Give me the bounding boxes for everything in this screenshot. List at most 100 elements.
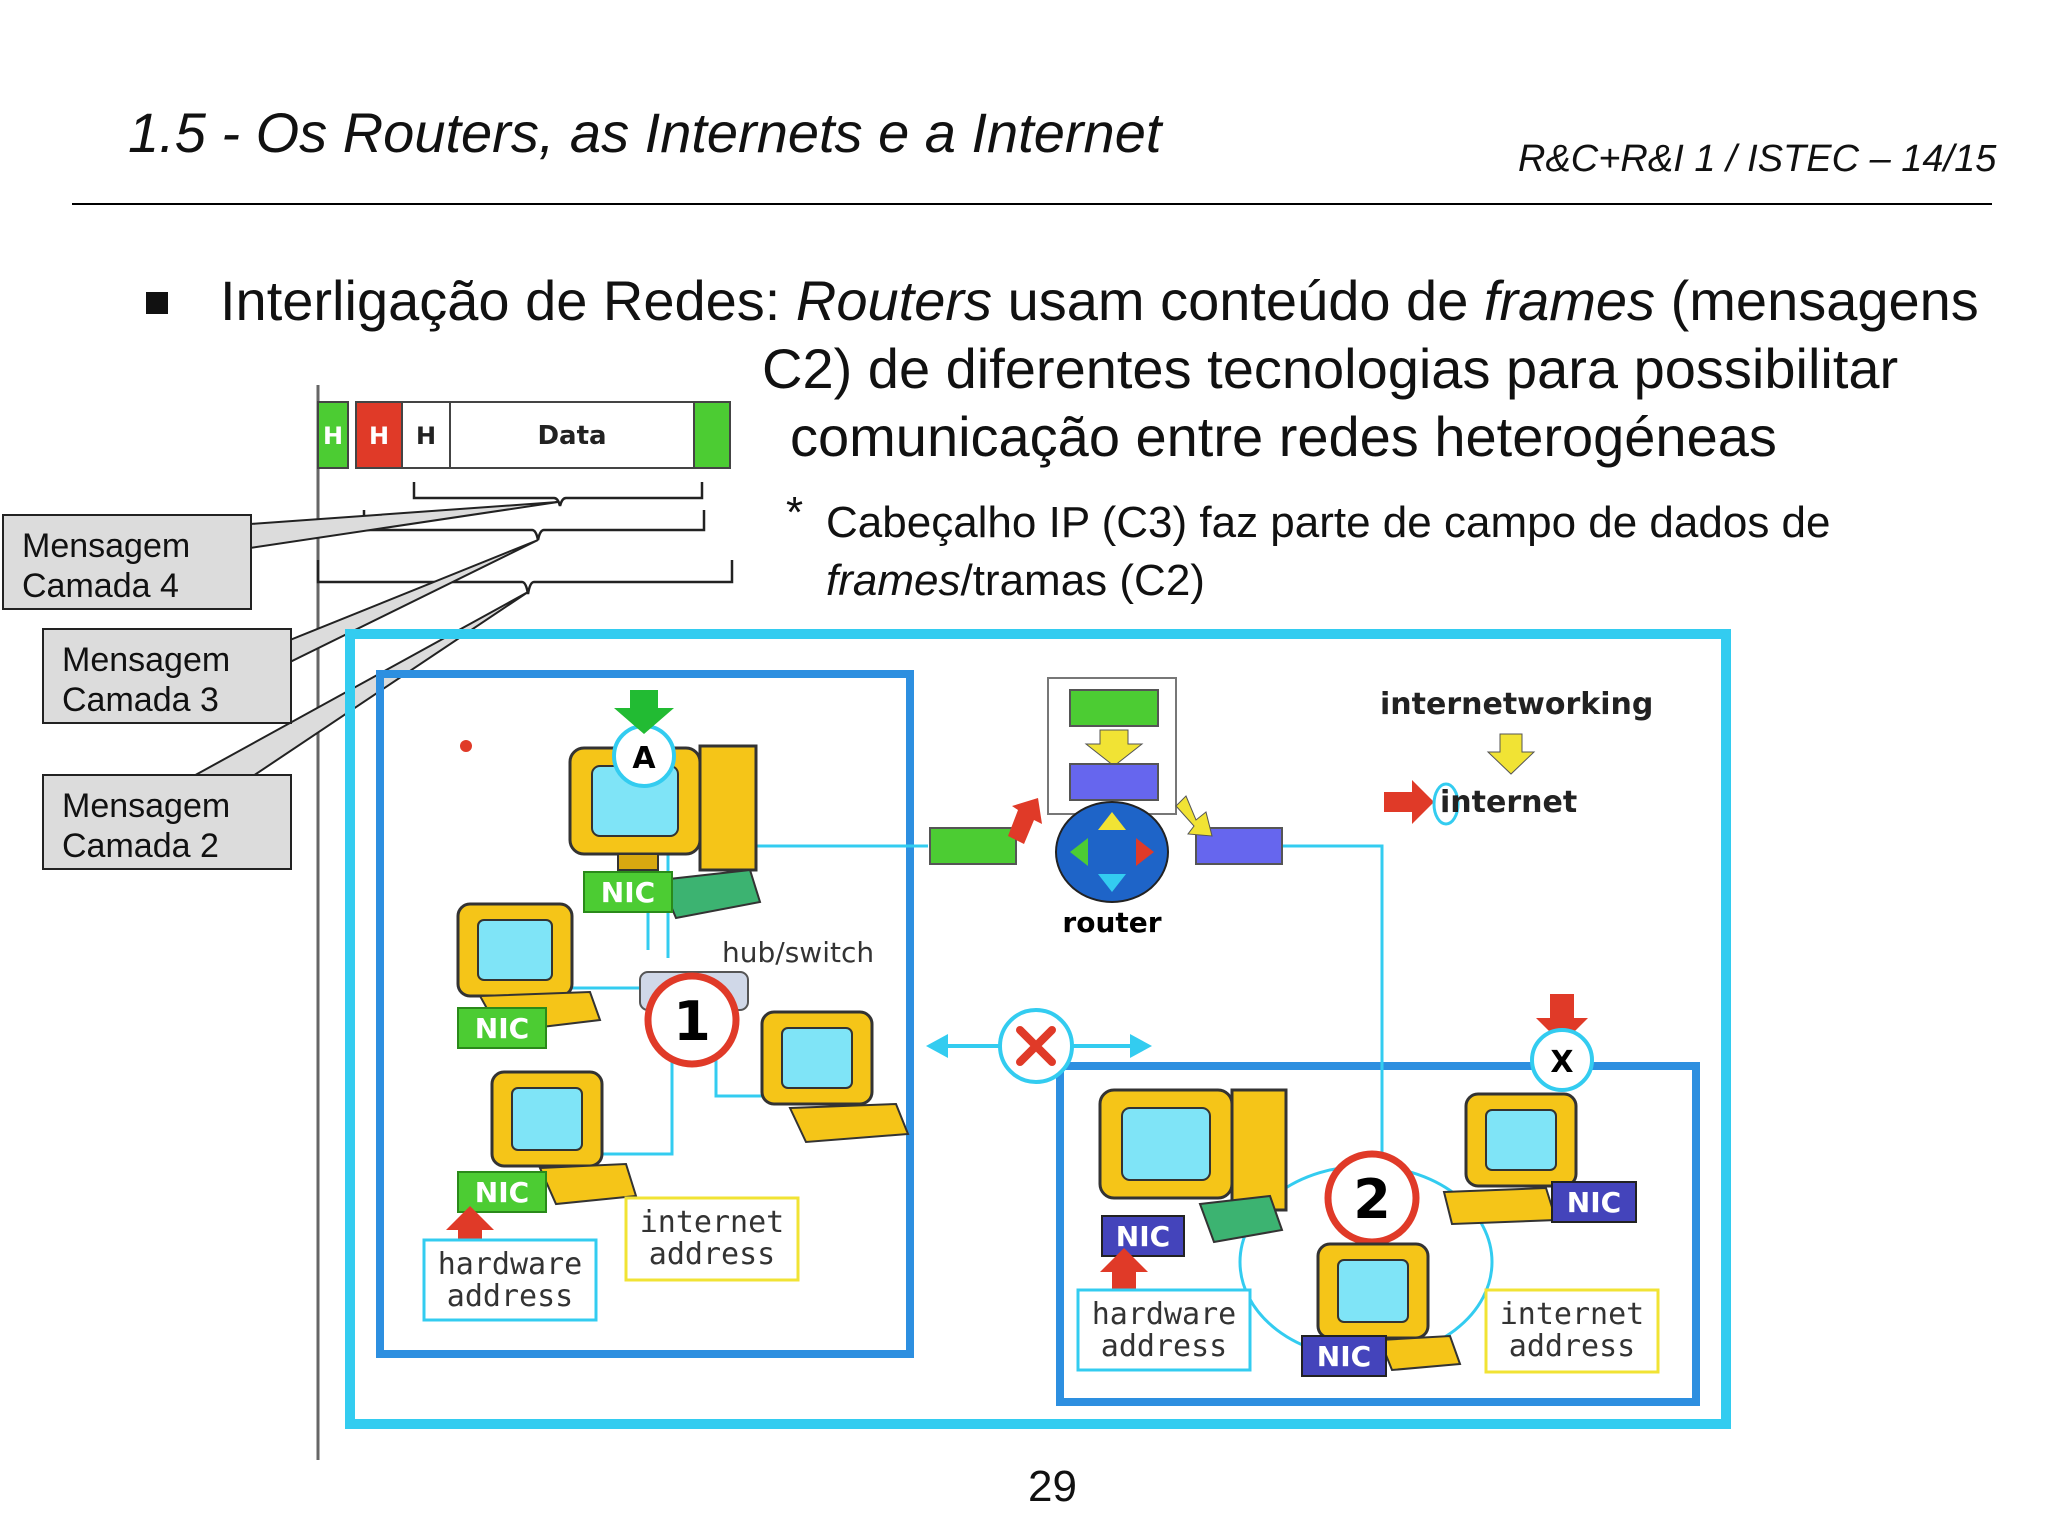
arrow-down-icon — [1486, 733, 1536, 775]
callout-line-1: Mensagem — [62, 641, 231, 679]
frame-header-c3 — [355, 401, 403, 469]
note-line-1: Cabeçalho IP (C3) faz parte de campo de … — [826, 498, 1831, 547]
nic-label: NIC — [1317, 1340, 1371, 1373]
pointer-layer-3 — [289, 539, 539, 664]
arrow-up-icon — [1100, 1248, 1148, 1296]
course-label: R&C+R&I 1 / ISTEC – 14/15 — [1518, 138, 1997, 180]
router-arrow-left — [1070, 838, 1088, 866]
nic-label: NIC — [1567, 1186, 1621, 1219]
brace-layer-4 — [412, 482, 704, 507]
computer-b — [456, 902, 602, 1034]
computer-e — [1098, 1088, 1288, 1244]
nic-badge-e — [1101, 1215, 1185, 1257]
tower-icon — [698, 744, 758, 872]
nic-badge-f — [1551, 1181, 1637, 1223]
callout-line-1: Mensagem — [62, 787, 231, 825]
internet-address-line-1: internet — [640, 1205, 785, 1240]
arrow-in-router-icon — [1008, 798, 1042, 844]
hardware-address-box-1 — [422, 1238, 598, 1322]
bullet-text-italic: Routers — [795, 269, 993, 332]
network-1-border — [376, 670, 914, 1358]
router-label: router — [1062, 906, 1161, 939]
computer-a: A — [568, 690, 762, 920]
keyboard-icon — [788, 1102, 910, 1144]
frame-data-field — [449, 401, 695, 469]
internetworking-label: internetworking — [1380, 687, 1653, 722]
nic-badge-d — [457, 1171, 547, 1213]
internet-address-box-1 — [624, 1196, 800, 1282]
nic-label: NIC — [601, 876, 655, 909]
frame-header-c2 — [317, 401, 349, 469]
router-arrow-up — [1098, 812, 1126, 830]
brace-layer-2 — [316, 560, 734, 595]
callout-line-2: Camada 4 — [22, 567, 179, 605]
hardware-address-line-1: hardware — [438, 1247, 583, 1282]
internet-ring-icon — [1432, 782, 1460, 826]
host-x-badge — [1530, 1028, 1594, 1092]
note-text: /tramas (C2) — [960, 556, 1205, 605]
internet-address-line-2: address — [649, 1237, 775, 1272]
router-arrow-down — [1098, 874, 1126, 892]
frame-h2: H — [369, 422, 389, 450]
host-x-label: X — [1550, 1045, 1573, 1080]
blocked-link — [926, 1008, 1152, 1084]
callout-layer-4: Mensagem Camada 4 — [2, 514, 252, 610]
bullet-line-2: C2) de diferentes tecnologias para possi… — [762, 337, 1899, 400]
keyboard-icon — [658, 868, 762, 920]
arrow-out-router-icon — [1175, 795, 1213, 837]
internet-address-line-2: address — [1509, 1329, 1635, 1364]
bullet-text: Interligação de Redes: — [220, 269, 796, 332]
bullet-square-icon — [146, 292, 168, 314]
arrow-down-icon — [1084, 729, 1144, 767]
frame-h1: H — [323, 422, 343, 450]
router-frame-out — [1069, 763, 1159, 801]
hardware-address-line-1: hardware — [1092, 1297, 1237, 1332]
callout-layer-3: Mensagem Camada 3 — [42, 628, 292, 724]
router: router — [1047, 677, 1177, 939]
network-1-badge — [644, 972, 740, 1068]
host-a-label: A — [632, 741, 656, 776]
hub-switch-label: hub/switch — [722, 936, 874, 969]
keyboard-icon — [1198, 1194, 1284, 1244]
network-2-label: 2 — [1353, 1168, 1391, 1231]
bullet-text: (mensagens — [1655, 269, 1979, 332]
arrow-right-icon — [1130, 1034, 1152, 1058]
pointer-layer-4 — [249, 501, 559, 550]
hardware-address-box-2 — [1076, 1288, 1252, 1372]
bullet-line-3: comunicação entre redes heterogéneas — [790, 405, 1777, 468]
arrow-left-icon — [926, 1034, 948, 1058]
network-1-label: 1 — [673, 990, 711, 1053]
callout-layer-2: Mensagem Camada 2 — [42, 774, 292, 870]
computer-f — [1442, 1092, 1578, 1226]
keyboard-icon — [1378, 1334, 1462, 1372]
network-2-border — [1056, 1062, 1700, 1406]
router-arrow-right — [1136, 838, 1154, 866]
bullet-line-1: Interligação de Redes: Routers usam cont… — [220, 268, 1979, 333]
nic-badge-a — [583, 871, 673, 913]
arrow-down-icon — [1536, 994, 1588, 1044]
bullet-text-italic: frames — [1483, 269, 1656, 332]
computer-g — [1316, 1242, 1462, 1372]
callout-line-2: Camada 2 — [62, 827, 219, 865]
cable-hub-pc-bottom — [590, 1020, 674, 1156]
note-asterisk: * — [786, 488, 804, 537]
cross-icon — [1016, 1026, 1056, 1066]
frame-h3: H — [416, 422, 436, 450]
keyboard-icon — [1442, 1186, 1558, 1226]
bullet-text: usam conteúdo de — [992, 269, 1484, 332]
frame-trailer — [693, 401, 731, 469]
hardware-address-line-2: address — [447, 1279, 573, 1314]
nic-label: NIC — [1116, 1220, 1170, 1253]
nic-label: NIC — [475, 1176, 529, 1209]
internet-address-box-2 — [1484, 1288, 1660, 1374]
frame-green-left — [929, 827, 1017, 865]
frame-data-label: Data — [537, 421, 606, 451]
arrow-right-icon — [1384, 780, 1434, 824]
layer-braces — [316, 482, 734, 595]
arrow-down-icon — [614, 690, 674, 734]
router-frame-in — [1069, 689, 1159, 727]
network-2-badge — [1324, 1150, 1420, 1246]
nic-label: NIC — [475, 1012, 529, 1045]
